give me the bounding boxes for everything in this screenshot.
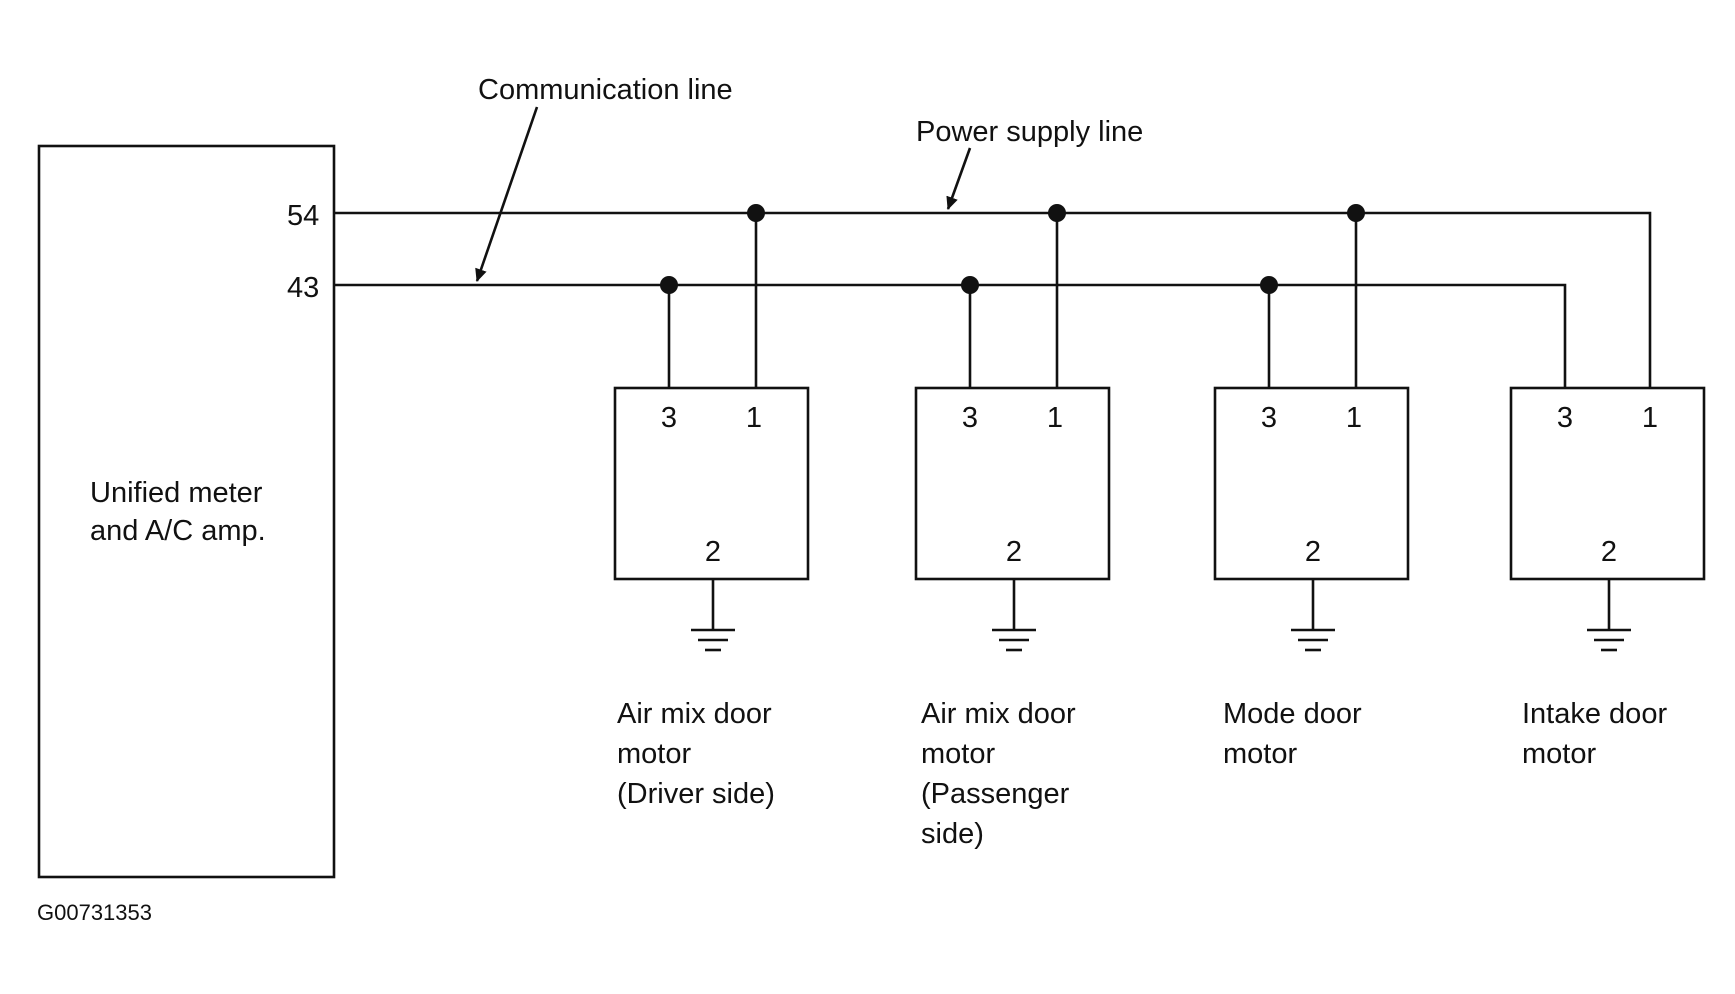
motor-mode-door: 3 1 2 Mode door motor bbox=[1213, 204, 1410, 770]
caption-line: (Passenger bbox=[921, 778, 1070, 810]
junction-dot bbox=[747, 204, 765, 222]
caption-line: side) bbox=[921, 818, 984, 850]
ground-symbol-icon bbox=[691, 628, 735, 652]
junction-dot bbox=[1048, 204, 1066, 222]
ecu-label-line2: and A/C amp. bbox=[90, 515, 266, 547]
pin-1-label: 1 bbox=[1047, 402, 1063, 434]
caption-line: motor bbox=[921, 738, 995, 770]
pin-3-label: 3 bbox=[1261, 402, 1277, 434]
caption-line: Intake door bbox=[1522, 698, 1667, 730]
caption-line: motor bbox=[1223, 738, 1297, 770]
caption-line: Mode door bbox=[1223, 698, 1362, 730]
pin-1-label: 1 bbox=[1346, 402, 1362, 434]
pin-3-label: 3 bbox=[661, 402, 677, 434]
ground-symbol-icon bbox=[1291, 628, 1335, 652]
power-supply-line bbox=[334, 211, 1652, 388]
terminal-43-label: 43 bbox=[287, 272, 319, 304]
ground-symbol-icon bbox=[1587, 628, 1631, 652]
pin-2-label: 2 bbox=[1601, 536, 1617, 568]
communication-line-callout: Communication line bbox=[478, 74, 733, 106]
communication-line-arrow bbox=[475, 106, 539, 282]
power-supply-line-arrow bbox=[946, 147, 972, 210]
junction-dot bbox=[1347, 204, 1365, 222]
caption-line: Air mix door bbox=[921, 698, 1076, 730]
motor-air-mix-passenger: 3 1 2 Air mix door motor (Passenger side… bbox=[914, 204, 1111, 850]
motor-air-mix-driver: 3 1 2 Air mix door motor (Driver side) bbox=[613, 204, 810, 810]
motor-box bbox=[1509, 386, 1706, 581]
communication-line bbox=[334, 283, 1567, 388]
motor-box bbox=[914, 386, 1111, 581]
caption-line: (Driver side) bbox=[617, 778, 775, 810]
junction-dot bbox=[961, 276, 979, 294]
caption-line: motor bbox=[1522, 738, 1596, 770]
motor-box bbox=[1213, 386, 1410, 581]
terminal-54-label: 54 bbox=[287, 200, 319, 232]
junction-dot bbox=[1260, 276, 1278, 294]
pin-3-label: 3 bbox=[1557, 402, 1573, 434]
pin-3-label: 3 bbox=[962, 402, 978, 434]
pin-1-label: 1 bbox=[1642, 402, 1658, 434]
junction-dot bbox=[660, 276, 678, 294]
ecu-label-line1: Unified meter bbox=[90, 477, 263, 509]
power-supply-line-callout: Power supply line bbox=[916, 116, 1143, 148]
pin-2-label: 2 bbox=[1006, 536, 1022, 568]
caption-line: motor bbox=[617, 738, 691, 770]
ground-symbol-icon bbox=[992, 628, 1036, 652]
pin-1-label: 1 bbox=[746, 402, 762, 434]
figure-id: G00731353 bbox=[37, 900, 152, 925]
motor-intake-door: 3 1 2 Intake door motor bbox=[1509, 386, 1706, 770]
unified-meter-ac-amp-box bbox=[37, 144, 336, 879]
caption-line: Air mix door bbox=[617, 698, 772, 730]
motor-box bbox=[613, 386, 810, 581]
pin-2-label: 2 bbox=[1305, 536, 1321, 568]
pin-2-label: 2 bbox=[705, 536, 721, 568]
